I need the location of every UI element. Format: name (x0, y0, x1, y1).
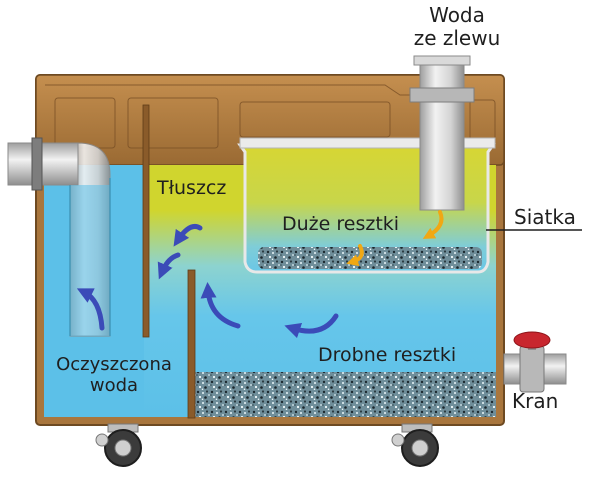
clean-water-label: Oczyszczona woda (40, 354, 188, 396)
clean-water-label-line1: Oczyszczona (56, 354, 172, 375)
valve-label: Kran (512, 389, 559, 413)
fine-debris-bed (194, 372, 496, 417)
debris-arrows (346, 210, 444, 267)
clean-water-label-line2: woda (89, 374, 139, 396)
flow-arrow-rise (200, 282, 241, 329)
baffle-right (187, 269, 196, 419)
outlet-pipe-vertical (70, 185, 110, 336)
inlet-pipe (419, 57, 465, 211)
flow-arrow-turn-left (157, 252, 181, 280)
flow-arrow-under-baffle (173, 224, 203, 247)
valve-handle (513, 331, 551, 349)
inlet-label-line1: Woda (429, 3, 485, 27)
debris-arrow-1 (422, 210, 444, 239)
screen-label: Siatka (514, 205, 576, 229)
fine-debris-label: Drobne resztki (318, 344, 457, 366)
caster-left (95, 423, 142, 467)
large-debris-label: Duże resztki (282, 213, 400, 235)
valve-body (519, 345, 545, 393)
basket-gravel (258, 247, 482, 269)
outlet-pipe-horizontal (7, 142, 79, 186)
inlet-label-line2: ze zlewu (413, 26, 501, 50)
outlet-flange (31, 137, 43, 191)
flow-arrow-clean-up (76, 288, 105, 331)
grease-label: Tłuszcz (157, 177, 227, 199)
inlet-collar (409, 87, 475, 103)
inlet-label: Woda ze zlewu (408, 4, 506, 50)
caster-right (391, 423, 439, 467)
flow-arrows (76, 224, 339, 339)
flow-arrow-main (284, 313, 339, 339)
debris-arrow-2 (346, 244, 364, 267)
inlet-pipe-cap (413, 55, 471, 66)
baffle-left (142, 104, 150, 338)
